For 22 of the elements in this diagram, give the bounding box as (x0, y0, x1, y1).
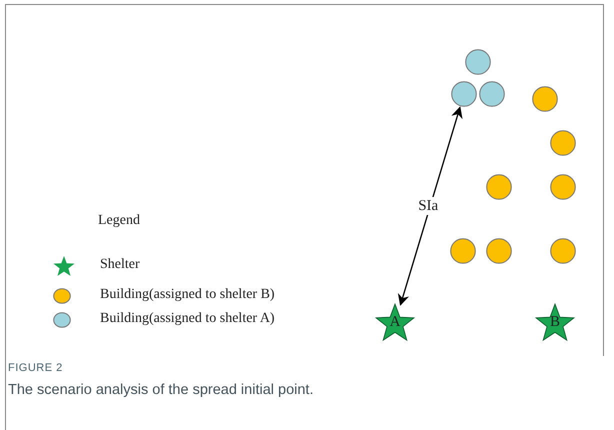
legend-label: Shelter (100, 257, 140, 273)
building-circle (532, 86, 558, 112)
building-circle (550, 238, 576, 264)
building-circle (486, 238, 512, 264)
legend-label: Building(assigned to shelter A) (100, 311, 275, 327)
building-circle (479, 81, 505, 107)
edge-label: SIa (416, 197, 440, 216)
shelter-label: B (548, 314, 561, 331)
figure-number: FIGURE 2 (8, 362, 63, 374)
legend-heading: Legend (98, 213, 140, 229)
legend-label: Building(assigned to shelter B) (100, 287, 275, 303)
building-circle (550, 130, 576, 156)
shelter-star (535, 303, 575, 343)
building-circle (465, 49, 491, 75)
double-arrow (398, 106, 463, 306)
building-circle (451, 81, 477, 107)
shelter-star (375, 303, 415, 343)
building-circle (486, 174, 512, 200)
figure-caption: The scenario analysis of the spread initial point. (8, 382, 314, 398)
building-circle (550, 174, 576, 200)
building-circle (450, 238, 476, 264)
shelter-label: A (388, 314, 402, 331)
